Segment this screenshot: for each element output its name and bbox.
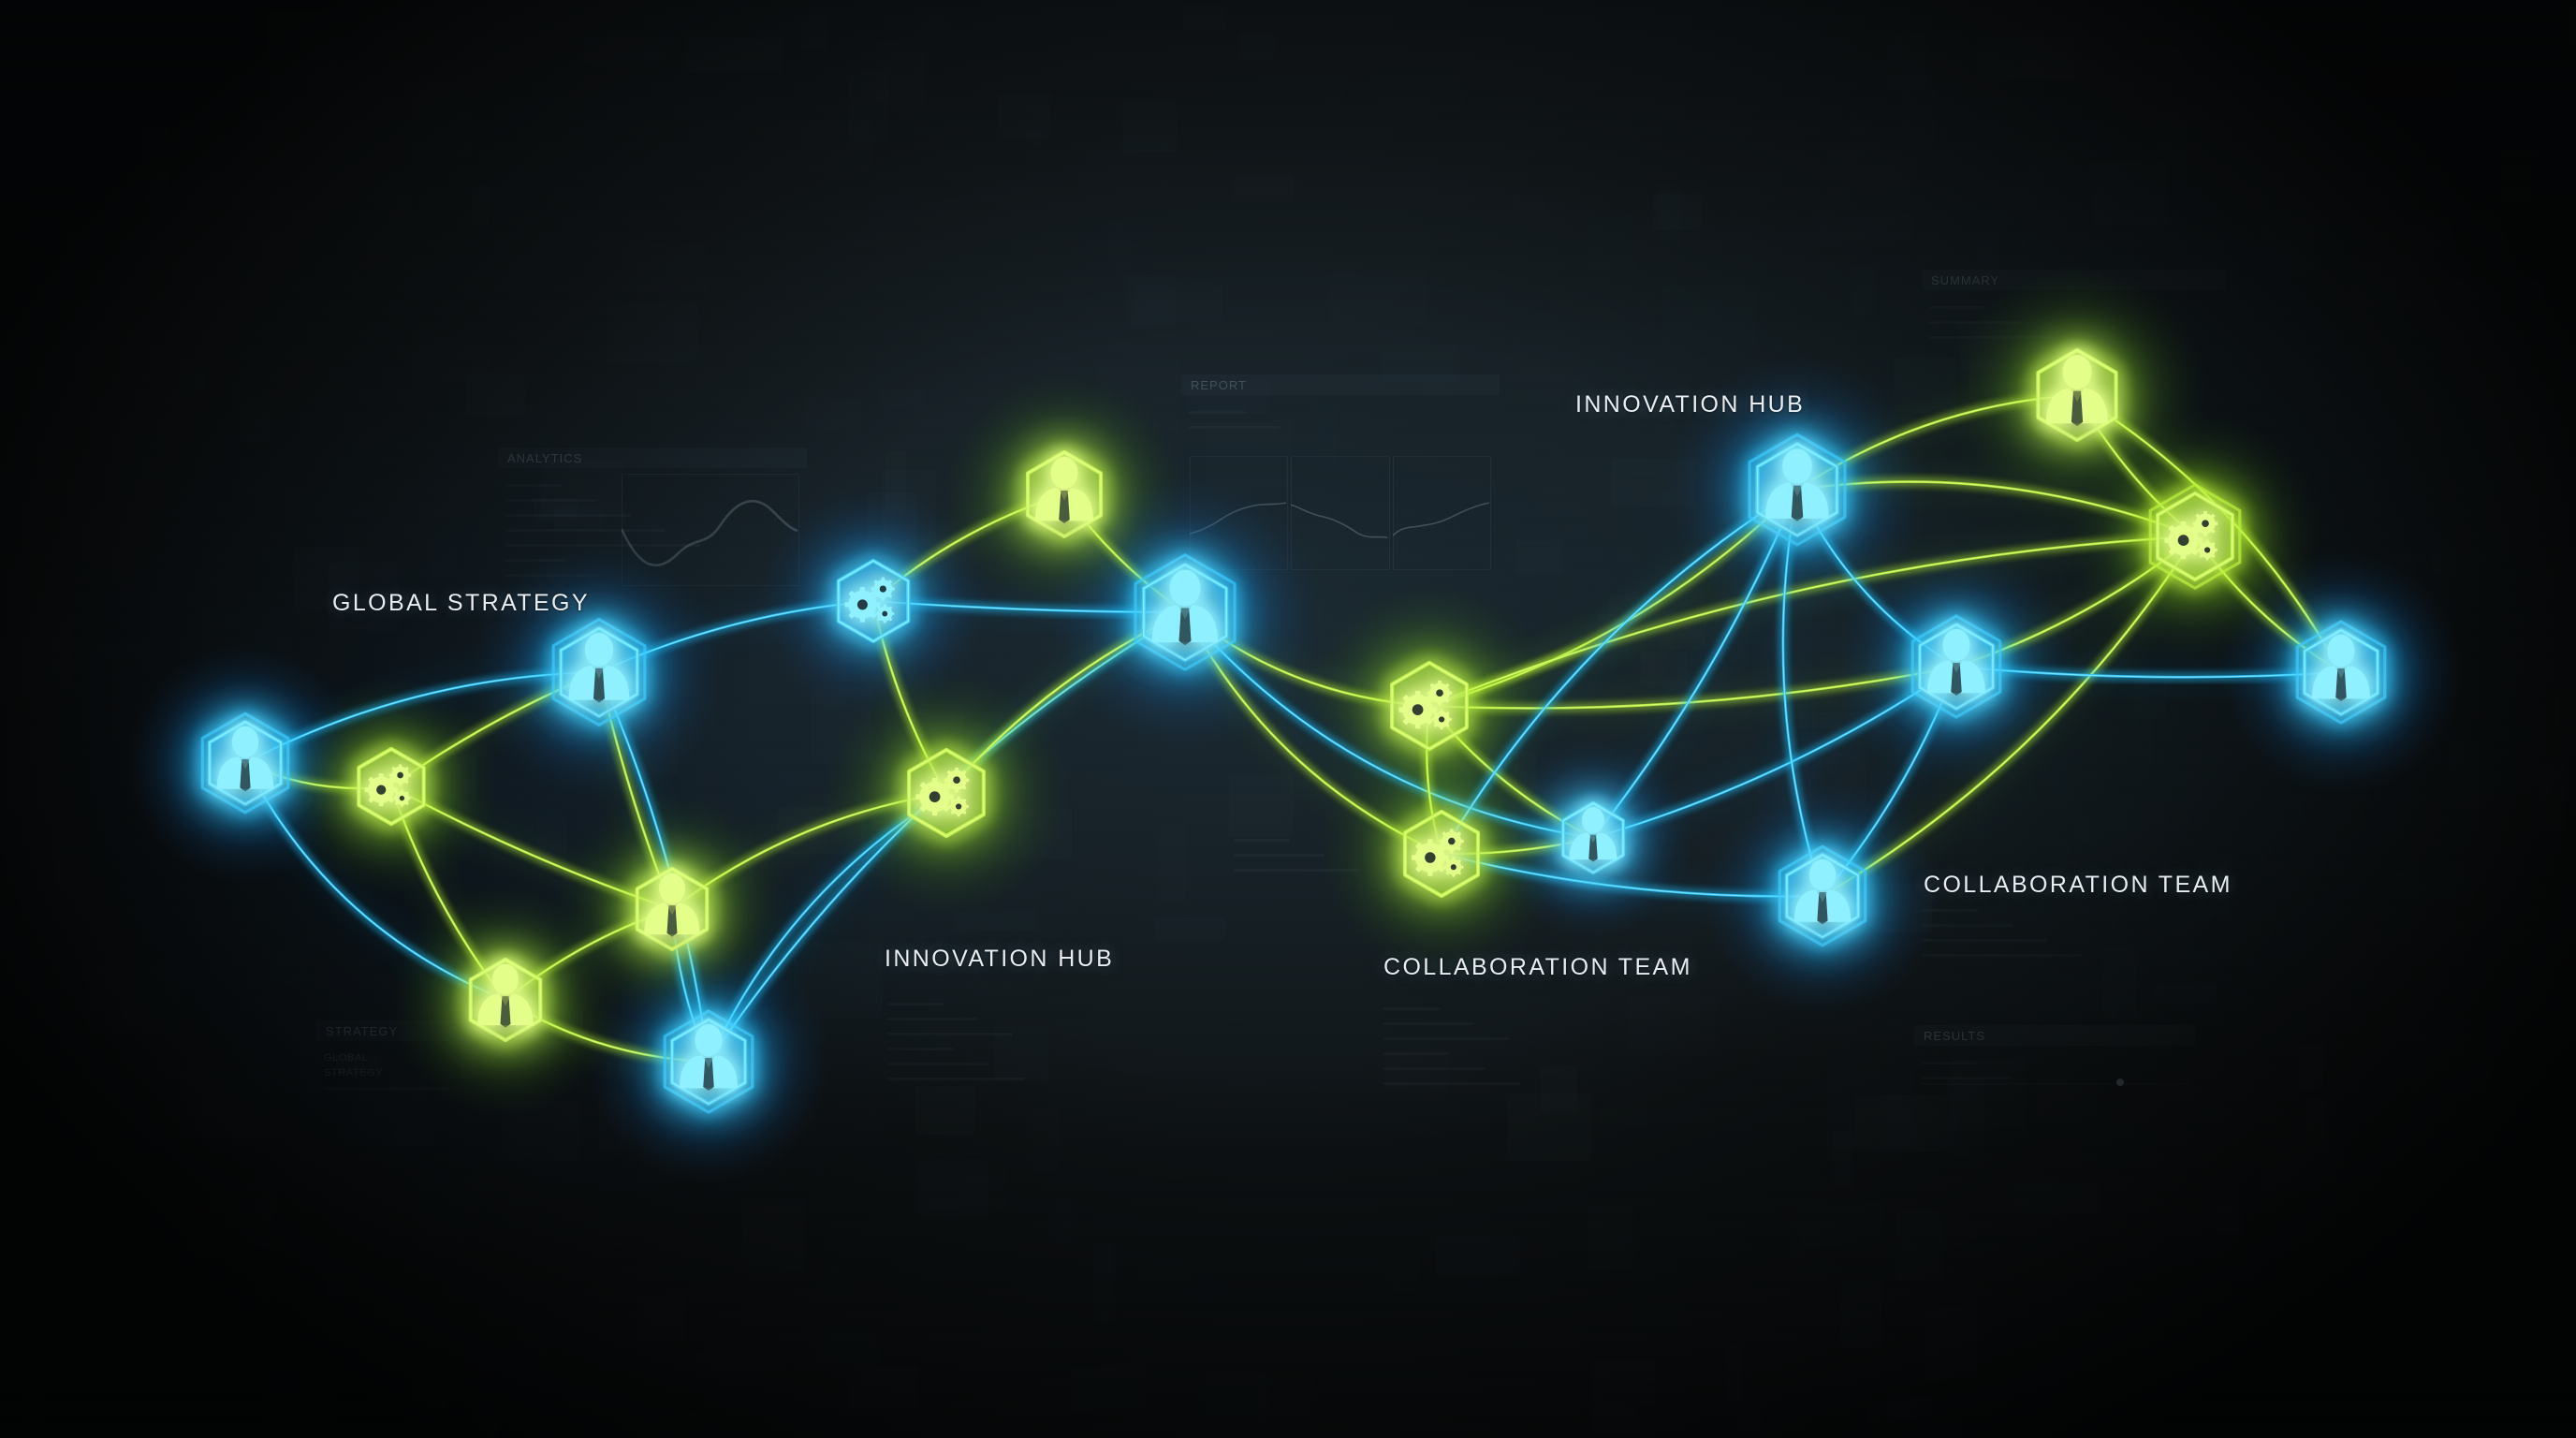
network-link (1440, 849, 1824, 902)
network-node-person[interactable] (2295, 620, 2387, 725)
person-icon (1034, 456, 1094, 524)
network-node-gear[interactable] (1390, 660, 1469, 752)
network-link (242, 668, 601, 767)
network-link (1181, 609, 1595, 843)
node-outer-ring (663, 1009, 754, 1114)
network-node-gear[interactable] (836, 558, 911, 644)
network-node-person[interactable] (468, 957, 543, 1043)
network-link (2074, 391, 2345, 675)
label-collab-team-mid: COLLABORATION TEAM (1383, 954, 1692, 980)
network-node-person[interactable] (551, 617, 647, 727)
network-link (1427, 662, 1958, 712)
network-node-gear[interactable] (1402, 809, 1481, 899)
person-icon (2311, 634, 2371, 702)
network-node-gear[interactable] (2148, 482, 2242, 591)
label-innovation-hub-top: INNOVATION HUB (1575, 391, 1806, 418)
person-icon (2045, 355, 2109, 427)
network-link (594, 670, 677, 911)
network-node-person[interactable] (1560, 800, 1626, 875)
node-outer-ring (1910, 614, 2002, 719)
person-icon (477, 963, 534, 1028)
network-link (1438, 486, 1800, 857)
person-icon (216, 726, 274, 792)
network-link (869, 599, 950, 796)
person-icon (1793, 858, 1852, 925)
gear-icon (844, 577, 895, 624)
network-link (1954, 662, 2343, 682)
network-link (1795, 477, 2197, 541)
node-outer-ring (2148, 482, 2242, 591)
network-link (597, 596, 875, 677)
network-link (1778, 488, 1827, 898)
network-node-person[interactable] (200, 712, 290, 814)
network-link (242, 760, 507, 1005)
network-link (1427, 532, 2197, 711)
network-node-person[interactable] (2036, 347, 2118, 443)
network-link (1820, 534, 2199, 900)
node-outer-ring (551, 617, 647, 727)
person-icon (1926, 628, 1986, 697)
network-node-person[interactable] (1778, 844, 1867, 947)
gear-icon (915, 767, 970, 817)
network-node-person[interactable] (663, 1009, 754, 1114)
network-node-person[interactable] (1748, 433, 1847, 547)
network-node-person[interactable] (1134, 552, 1237, 672)
network-link (1954, 533, 2198, 671)
node-outer-ring (1748, 433, 1847, 547)
network-link (594, 670, 713, 1064)
person-icon (1765, 448, 1829, 521)
node-outer-ring (200, 712, 290, 814)
node-outer-ring (2295, 620, 2387, 725)
label-global-strategy: GLOBAL STRATEGY (332, 590, 590, 616)
network-nodes[interactable] (200, 347, 2387, 1114)
gear-icon (2164, 510, 2218, 561)
network-node-gear[interactable] (357, 746, 426, 827)
network-node-person[interactable] (1910, 614, 2002, 719)
person-icon (568, 633, 630, 703)
gear-icon (364, 764, 412, 807)
gear-icon (1412, 829, 1464, 877)
network-node-gear[interactable] (907, 747, 986, 839)
label-innovation-hub-left: INNOVATION HUB (885, 946, 1115, 972)
network-link (1589, 488, 1802, 841)
node-outer-ring (1134, 552, 1237, 672)
person-icon (644, 873, 700, 937)
person-icon (1569, 806, 1617, 862)
gear-icon (1398, 680, 1453, 730)
person-icon (679, 1023, 739, 1092)
network-node-person[interactable] (1025, 449, 1104, 539)
label-collab-team-right: COLLABORATION TEAM (1924, 872, 2232, 898)
network-node-person[interactable] (635, 866, 710, 952)
network-link (1591, 663, 1959, 843)
network-link (388, 783, 674, 914)
node-outer-ring (1778, 844, 1867, 947)
person-icon (1151, 569, 1219, 646)
